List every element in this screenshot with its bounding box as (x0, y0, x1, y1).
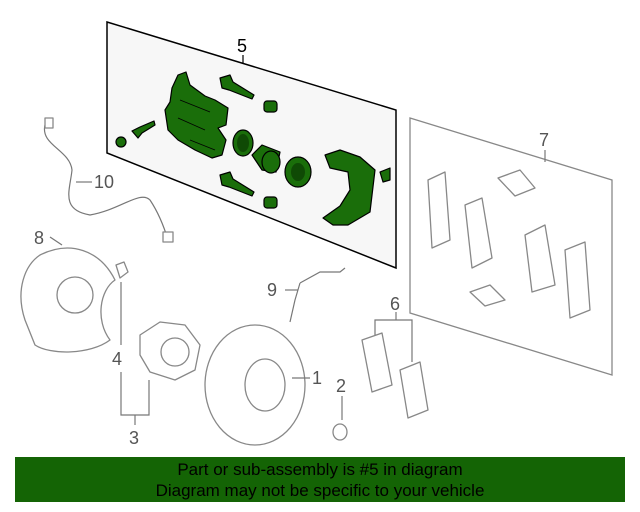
callout-1: 1 (312, 368, 322, 388)
caliper-body[interactable] (164, 71, 229, 159)
guide-pin-lower[interactable] (219, 171, 255, 197)
rotor-screw[interactable] (332, 423, 348, 441)
callout-7: 7 (539, 130, 549, 150)
bleeder-cap[interactable] (115, 136, 127, 148)
guide-pin-upper[interactable] (219, 74, 255, 100)
fitment-notice-banner: Part or sub-assembly is #5 in diagram Di… (15, 457, 625, 502)
callout-5: 5 (237, 36, 247, 56)
callout-10: 10 (94, 172, 114, 192)
bleeder-screw[interactable] (131, 120, 156, 139)
brake-pad-outer[interactable] (399, 361, 429, 419)
brake-hose[interactable] (289, 267, 346, 323)
brake-pad-inner[interactable] (361, 332, 393, 393)
notice-line-2: Diagram may not be specific to your vehi… (155, 481, 485, 500)
hub-bolt[interactable] (115, 261, 129, 279)
callout-6: 6 (390, 294, 400, 314)
callout-2: 2 (336, 376, 346, 396)
callout-8: 8 (34, 228, 44, 248)
bracket-clip[interactable] (379, 167, 391, 183)
wheel-speed-sensor[interactable] (43, 124, 169, 241)
boot-lower[interactable] (263, 196, 278, 209)
callout-4: 4 (112, 349, 122, 369)
boot-upper[interactable] (263, 100, 278, 113)
caliper-bracket[interactable] (322, 149, 376, 226)
callout-9: 9 (267, 280, 277, 300)
callout-3: 3 (129, 428, 139, 448)
notice-line-1: Part or sub-assembly is #5 in diagram (177, 460, 463, 479)
